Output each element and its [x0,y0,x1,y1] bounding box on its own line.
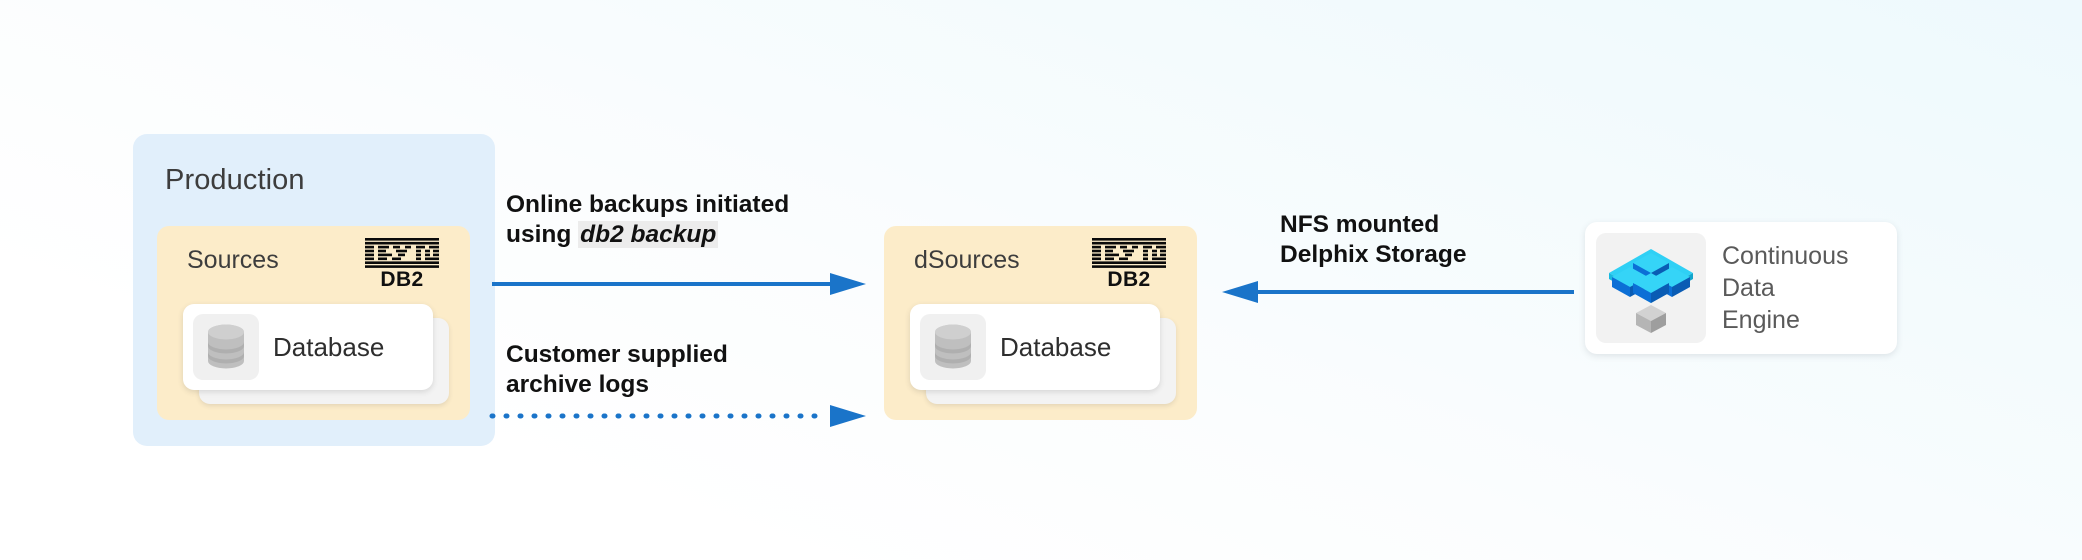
db2-product-label: DB2 [1107,268,1151,291]
sources-database-card[interactable]: Database [183,304,433,390]
nfs-mount-line2: Delphix Storage [1280,241,1467,268]
db2-product-label: DB2 [380,268,424,291]
arrow-right-icon [492,273,866,295]
engine-label: Continuous Data Engine [1722,240,1848,336]
continuous-data-engine-icon [1609,249,1693,333]
ibm-logo-icon [1092,238,1166,268]
dsources-database-label: Database [1000,331,1112,362]
database-cylinder-icon [935,324,971,369]
archive-logs-label: Customer supplied archive logs [506,340,728,400]
dsources-group-box: dSources [884,226,1197,420]
ibm-db2-logo-target: DB2 [1087,238,1171,291]
database-icon-tile [920,314,986,380]
database-icon-tile [193,314,259,380]
sources-database-label: Database [273,331,385,362]
production-panel: Production Sources [133,134,495,446]
continuous-data-engine-card[interactable]: Continuous Data Engine [1585,222,1897,354]
nfs-mount-label: NFS mounted Delphix Storage [1280,210,1467,270]
sources-label: Sources [187,246,279,274]
ibm-logo-icon [365,238,439,268]
engine-line3: Engine [1722,306,1800,334]
sources-group-box: Sources [157,226,470,420]
dsources-database-card[interactable]: Database [910,304,1160,390]
sources-card-stack: Database [183,304,449,404]
engine-line2: Data [1722,274,1775,302]
archive-logs-line2: archive logs [506,371,649,398]
arrow-left-icon [1222,281,1574,303]
database-cylinder-icon [208,324,244,369]
online-backup-line2: using db2 backup [506,220,789,250]
production-title: Production [165,164,305,196]
ibm-db2-logo: DB2 [360,238,444,291]
online-backup-line1: Online backups initiated [506,191,790,218]
archive-logs-line1: Customer supplied [506,341,728,368]
nfs-mount-line1: NFS mounted [1280,211,1440,238]
arrow-right-dotted-icon [489,405,866,427]
engine-icon-tile [1596,233,1706,343]
online-backup-line2-prefix: using [506,221,579,248]
online-backup-label: Online backups initiated using db2 backu… [506,190,789,250]
dsources-label: dSources [914,246,1020,274]
engine-line1: Continuous [1722,242,1849,270]
db2-backup-command: db2 backup [578,221,719,248]
dsources-card-stack: Database [910,304,1176,404]
